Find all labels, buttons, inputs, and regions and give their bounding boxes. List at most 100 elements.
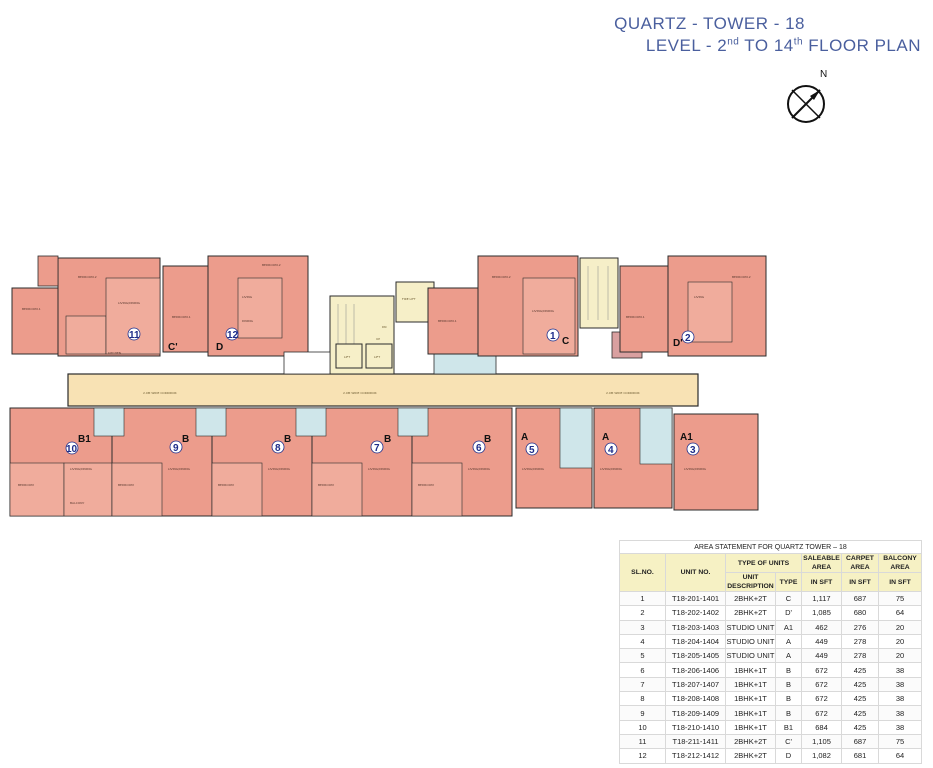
cell-carpet-area: 680 — [841, 605, 879, 621]
cell-balcony-area: 20 — [877, 633, 923, 650]
cell-type: B1 — [775, 719, 802, 735]
cell-saleable-area: 672 — [801, 705, 842, 721]
table-caption: AREA STATEMENT FOR QUARTZ TOWER – 18 — [618, 540, 923, 554]
cell-type: C' — [775, 733, 802, 750]
cell-unit-description: 2BHK+2T — [725, 605, 776, 621]
cell-carpet-area: 425 — [841, 662, 879, 678]
cell-carpet-area: 681 — [841, 748, 879, 764]
cell-sl-no: 11 — [619, 733, 666, 750]
cell-balcony-area: 64 — [877, 748, 923, 764]
cell-balcony-area: 38 — [877, 676, 923, 693]
unit-6: BEDROOM LIVING/DINING — [397, 407, 513, 517]
svg-text:BEDROOM-1: BEDROOM-1 — [626, 315, 645, 319]
type-label-6: B — [484, 434, 491, 445]
svg-text:BEDROOM: BEDROOM — [318, 483, 334, 487]
svg-text:BEDROOM-1: BEDROOM-1 — [172, 315, 191, 319]
cell-saleable-area: 684 — [801, 719, 842, 735]
cell-sl-no: 7 — [619, 676, 666, 693]
type-label-3: A1 — [680, 432, 693, 443]
svg-text:BEDROOM: BEDROOM — [218, 483, 234, 487]
central-corridor — [67, 373, 699, 407]
unit-type-labels: C' D C D' B1 B B B B A A A1 — [78, 336, 693, 445]
unit-number-12: 12 — [227, 330, 239, 341]
type-label-9: B — [182, 434, 189, 445]
cell-unit-description: STUDIO UNIT — [725, 619, 776, 635]
svg-text:LIVING/DINING: LIVING/DINING — [70, 467, 93, 471]
cell-balcony-area: 38 — [877, 691, 923, 707]
cell-unit-description: 2BHK+2T — [725, 748, 776, 764]
cell-type: B — [775, 676, 802, 693]
svg-text:BEDROOM-2: BEDROOM-2 — [78, 275, 97, 279]
type-label-4: A — [602, 432, 609, 443]
col-header-in-sft: IN SFT — [801, 572, 842, 592]
cell-unit-no: T18-207-1407 — [665, 676, 726, 693]
cell-unit-description: 2BHK+2T — [725, 733, 776, 750]
cell-balcony-area: 38 — [877, 662, 923, 678]
svg-text:BEDROOM-2: BEDROOM-2 — [732, 275, 751, 279]
unit-number-2: 2 — [685, 333, 691, 344]
cell-carpet-area: 425 — [841, 676, 879, 693]
col-header-carpet-area: CARPET AREA — [841, 553, 879, 573]
unit-number-1: 1 — [550, 331, 556, 342]
cell-saleable-area: 1,082 — [801, 748, 842, 764]
cell-type: C — [775, 590, 802, 607]
svg-text:BEDROOM-2: BEDROOM-2 — [262, 263, 281, 267]
svg-text:BEDROOM-1: BEDROOM-1 — [22, 307, 41, 311]
unit-number-10: 10 — [66, 444, 78, 455]
cell-sl-no: 12 — [619, 748, 666, 764]
cell-unit-description: STUDIO UNIT — [725, 648, 776, 664]
lift-label: LIFT — [344, 355, 350, 359]
svg-text:LIVING/DINING: LIVING/DINING — [532, 309, 555, 313]
svg-text:LIVING/DINING: LIVING/DINING — [522, 467, 545, 471]
cell-balcony-area: 20 — [877, 619, 923, 635]
cell-balcony-area: 38 — [877, 705, 923, 721]
cell-unit-description: 1BHK+1T — [725, 705, 776, 721]
cell-unit-no: T18-203-1403 — [665, 619, 726, 635]
type-label-7: B — [384, 434, 391, 445]
cell-sl-no: 8 — [619, 691, 666, 707]
unit-number-3: 3 — [690, 445, 696, 456]
unit-number-11: 11 — [129, 330, 140, 341]
cell-saleable-area: 449 — [801, 633, 842, 650]
unit-number-7: 7 — [374, 443, 380, 454]
floor-plan: 2.0M WIDE CORRIDOR 2.0M WIDE CORRIDOR 2.… — [9, 255, 767, 517]
unit-number-8: 8 — [275, 443, 281, 454]
cell-balcony-area: 38 — [877, 719, 923, 735]
unit-2: BEDROOM-1 LIVING BEDROOM-2 — [619, 255, 767, 357]
col-header-sl-no: SL.NO. — [619, 553, 666, 592]
fire-lift-label: FIRE LIFT — [402, 297, 416, 301]
lift-label: LIFT — [374, 355, 380, 359]
col-header-saleable-area: SALEABLE AREA — [801, 553, 842, 573]
type-label-12: D — [216, 342, 223, 353]
cell-saleable-area: 672 — [801, 662, 842, 678]
svg-text:LIVING/DINING: LIVING/DINING — [168, 467, 191, 471]
stair-up-label: UP — [376, 337, 380, 341]
type-label-11: C' — [168, 342, 178, 353]
cell-unit-no: T18-202-1402 — [665, 605, 726, 621]
cell-balcony-area: 75 — [877, 733, 923, 750]
cell-carpet-area: 276 — [841, 619, 879, 635]
cell-unit-no: T18-201-1401 — [665, 590, 726, 607]
svg-text:BEDROOM-1: BEDROOM-1 — [438, 319, 457, 323]
unit-5: LIVING/DINING — [515, 407, 593, 509]
cell-balcony-area: 64 — [877, 605, 923, 621]
corridor-label: 2.0M WIDE CORRIDOR — [343, 391, 377, 395]
unit-8: BEDROOM LIVING/DINING — [195, 407, 313, 517]
svg-text:LIVING: LIVING — [242, 295, 253, 299]
unit-number-9: 9 — [173, 443, 179, 454]
svg-text:BEDROOM-2: BEDROOM-2 — [492, 275, 511, 279]
unit-number-6: 6 — [476, 443, 482, 454]
col-header-in-sft: IN SFT — [841, 572, 879, 592]
svg-text:LIVING/DINING: LIVING/DINING — [368, 467, 391, 471]
cell-unit-description: STUDIO UNIT — [725, 633, 776, 650]
cell-unit-description: 1BHK+1T — [725, 676, 776, 693]
cell-carpet-area: 425 — [841, 705, 879, 721]
svg-text:BEDROOM: BEDROOM — [418, 483, 434, 487]
cell-saleable-area: 449 — [801, 648, 842, 664]
cell-carpet-area: 687 — [841, 733, 879, 750]
cell-type: A — [775, 633, 802, 650]
cell-sl-no: 6 — [619, 662, 666, 678]
